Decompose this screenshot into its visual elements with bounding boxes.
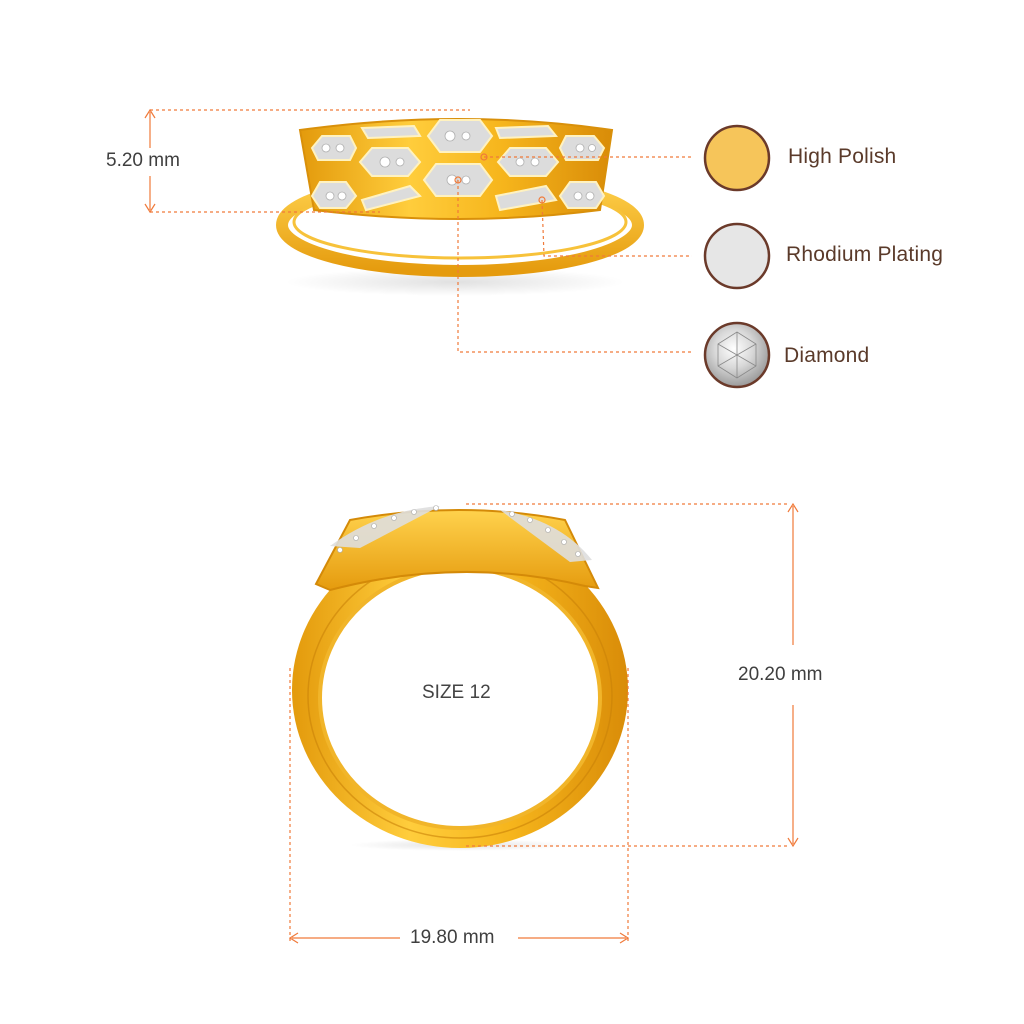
dimension-height-lines	[144, 108, 470, 214]
dimension-ring-lines	[288, 502, 799, 944]
ring-size-label: SIZE 12	[422, 682, 491, 703]
material-label-diamond: Diamond	[784, 344, 870, 367]
ring-height-dimension-label: 20.20 mm	[738, 664, 823, 685]
ring-width-dimension-label: 19.80 mm	[410, 927, 495, 948]
material-swatches	[703, 124, 771, 389]
material-label-rhodium: Rhodium Plating	[786, 243, 944, 266]
diamond-swatch-icon	[703, 321, 771, 389]
gold-swatch-icon	[703, 124, 771, 192]
rhodium-swatch-icon	[703, 222, 771, 290]
hex-pave-pattern	[310, 119, 606, 212]
callout-lines	[457, 156, 692, 353]
ring-side-view	[292, 505, 628, 851]
material-label-high-polish: High Polish	[788, 145, 897, 168]
height-dimension-label: 5.20 mm	[106, 150, 180, 171]
ring-front-view	[276, 118, 644, 296]
